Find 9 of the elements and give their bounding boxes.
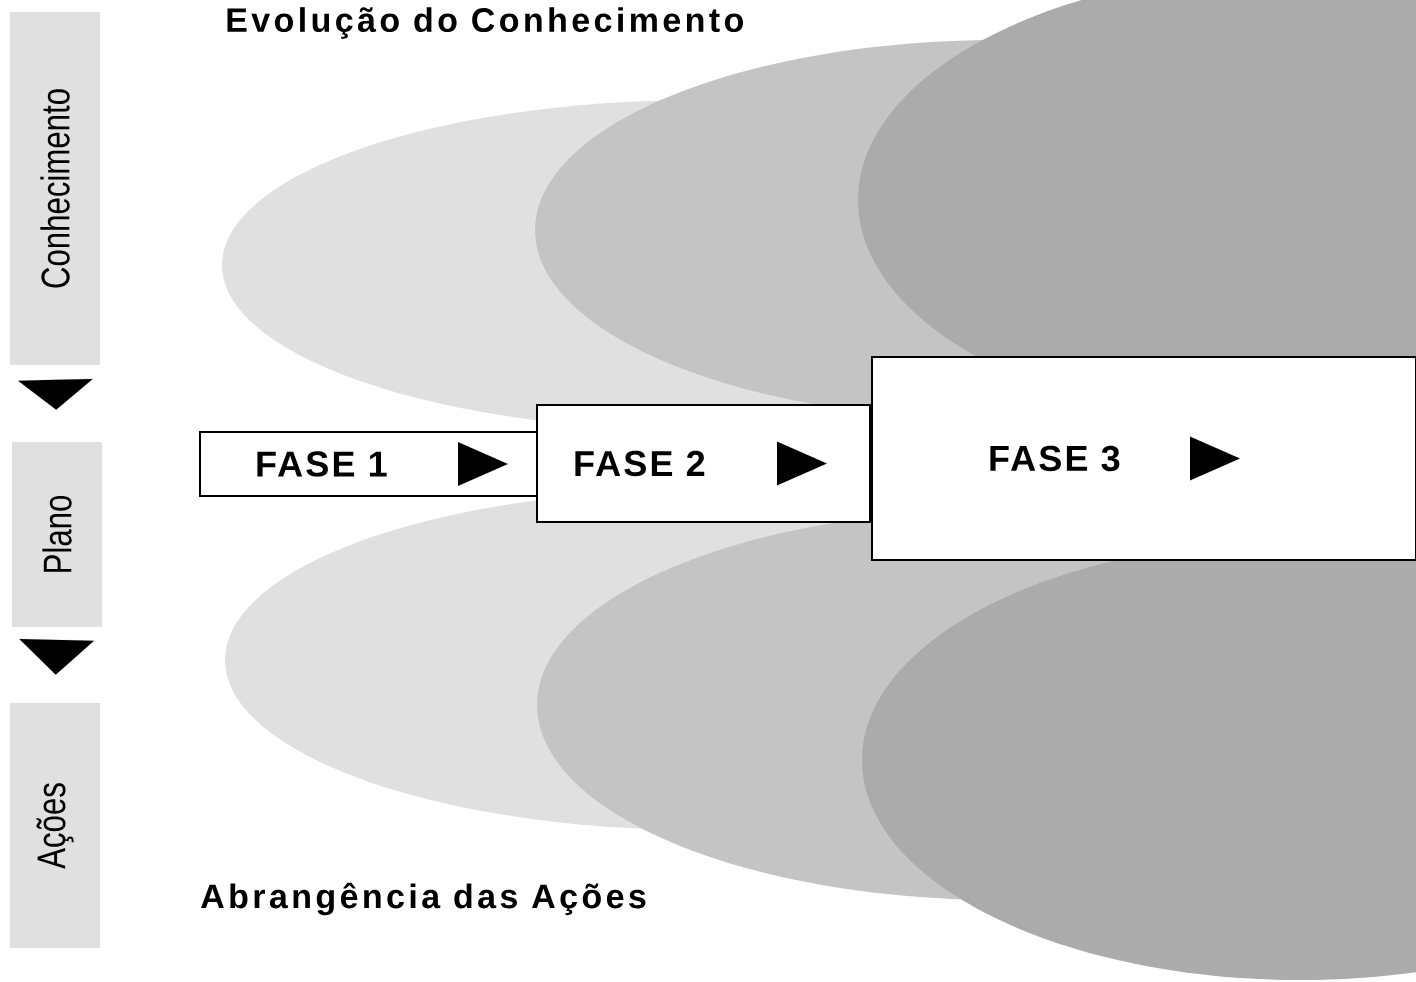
side-box: Plano (12, 442, 102, 627)
arrow (18, 378, 93, 410)
phase-box: FASE 2 (536, 404, 871, 523)
side-box: Conhecimento (10, 12, 100, 365)
phase-box: FASE 1 (199, 431, 539, 497)
arrow (19, 638, 95, 675)
side-box: Ações (10, 703, 100, 948)
heading-text: Abrangência das Ações (201, 882, 646, 916)
heading-text: Evolução do Conhecimento (227, 7, 743, 39)
